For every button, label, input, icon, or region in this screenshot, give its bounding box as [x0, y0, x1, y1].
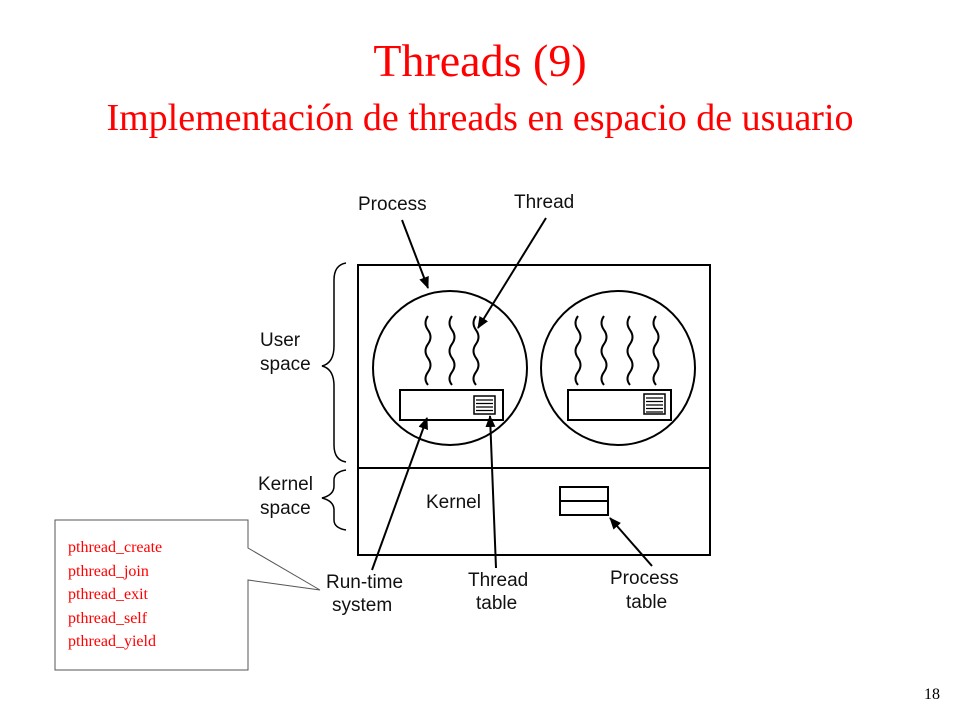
label-process-table-line1: Process — [610, 568, 679, 589]
label-kernel: Kernel — [426, 492, 481, 513]
arrow-thread-table — [485, 415, 497, 569]
function-name: pthread_exit — [68, 586, 148, 603]
thread-squiggle — [626, 315, 634, 386]
threads-left — [424, 315, 480, 386]
thread-squiggle — [600, 315, 608, 386]
thread-squiggle — [424, 315, 432, 386]
thread-squiggle — [652, 315, 660, 386]
thread-table-icon — [643, 393, 666, 415]
process-circle-right — [540, 290, 696, 446]
thread-squiggle — [574, 315, 582, 386]
kernel-process-table — [559, 486, 609, 516]
function-name: pthread_self — [68, 609, 148, 627]
threads-right — [574, 315, 660, 386]
function-name: pthread_yield — [68, 633, 156, 650]
label-process: Process — [358, 194, 427, 215]
label-kernel-space-line1: Kernel — [258, 474, 313, 495]
label-user-space-line2: space — [260, 354, 311, 375]
thread-table-icon — [473, 395, 496, 415]
page-number: 18 — [924, 686, 940, 703]
arrow-process-table — [609, 517, 653, 567]
label-thread-table-line2: table — [476, 593, 517, 614]
kernel-space-brace — [321, 469, 347, 531]
label-kernel-space-line2: space — [260, 498, 311, 519]
label-runtime-system-line2: system — [332, 595, 392, 616]
pthread-function-list: pthread_create pthread_join pthread_exit… — [68, 536, 162, 654]
arrow-runtime-system — [371, 417, 428, 571]
label-user-space-line1: User — [260, 330, 301, 351]
arrow-process — [401, 219, 429, 289]
callout-box — [54, 519, 321, 671]
function-name: pthread_create — [68, 539, 163, 556]
function-name: pthread_join — [68, 562, 149, 580]
arrow-thread — [477, 217, 547, 329]
user-space-brace — [321, 262, 347, 463]
label-thread-table-line1: Thread — [468, 570, 528, 591]
slide-subtitle: Implementación de threads en espacio de … — [106, 97, 854, 139]
runtime-box-left — [399, 389, 504, 421]
runtime-box-right — [567, 389, 672, 421]
thread-squiggle — [472, 315, 480, 386]
slide-title: Threads (9) — [373, 35, 587, 86]
label-thread: Thread — [514, 192, 574, 213]
thread-squiggle — [448, 315, 456, 386]
label-runtime-system-line1: Run-time — [326, 572, 403, 593]
system-box — [357, 264, 711, 556]
process-circle-left — [372, 290, 528, 446]
label-process-table-line2: table — [626, 592, 667, 613]
